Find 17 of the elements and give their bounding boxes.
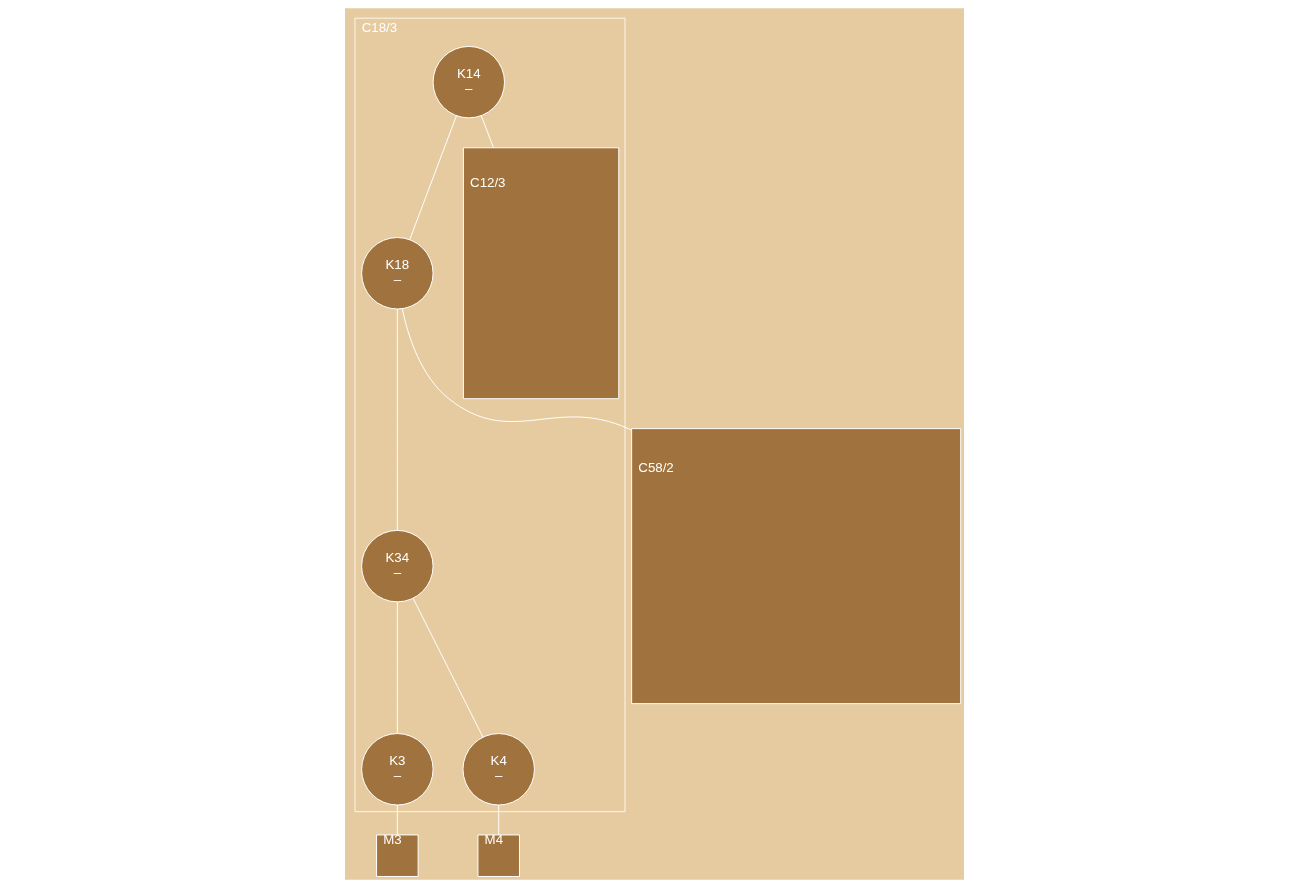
node-circle: K34 – — [361, 529, 434, 603]
connector — [396, 308, 398, 531]
node-box: M3 — [376, 834, 419, 877]
node-box: C12/3 — [462, 147, 620, 400]
node-circle: K18 – — [361, 237, 434, 310]
connector — [396, 804, 398, 836]
connector — [401, 308, 632, 431]
node-circle: K14 – — [432, 45, 506, 119]
node-circle: K4 – — [462, 733, 535, 806]
connector — [498, 804, 500, 836]
node-box: M4 — [477, 834, 520, 877]
connector — [480, 115, 494, 149]
connector — [396, 601, 398, 734]
connector — [412, 597, 484, 738]
node-box: C58/2 — [631, 428, 962, 705]
connector — [409, 115, 457, 240]
node-circle: K3 – — [361, 733, 434, 806]
